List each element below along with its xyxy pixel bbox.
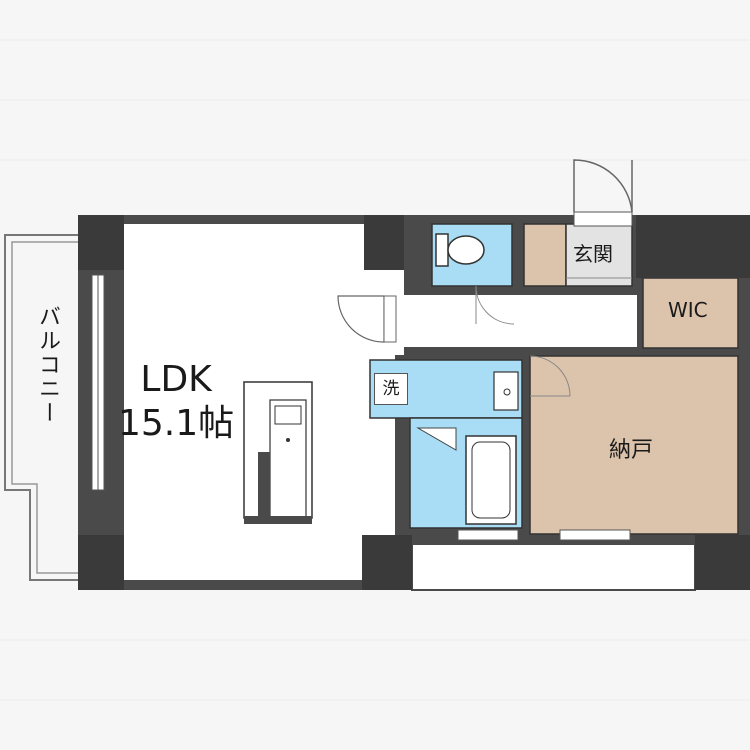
wash-bath [369, 359, 523, 529]
pillars [78, 215, 750, 590]
wic-room [642, 277, 739, 378]
background-pattern [0, 39, 750, 701]
entrance [523, 159, 633, 287]
wic-label: WIC [668, 298, 708, 322]
balcony-label: バルコニー [35, 305, 60, 425]
balcony [4, 234, 78, 581]
ldk-label: LDK 15.1帖 [118, 358, 234, 446]
toilet-room [431, 223, 515, 325]
window-left [91, 274, 105, 491]
window-bottom [457, 529, 631, 541]
storage-label: 納戸 [609, 438, 654, 463]
ldk-name: LDK [140, 359, 212, 400]
ldk-size: 15.1帖 [118, 403, 235, 444]
entrance-label: 玄関 [573, 242, 613, 266]
ldk-fixtures [243, 295, 397, 524]
washroom-label: 洗 [374, 373, 408, 405]
storage-room [529, 355, 739, 535]
